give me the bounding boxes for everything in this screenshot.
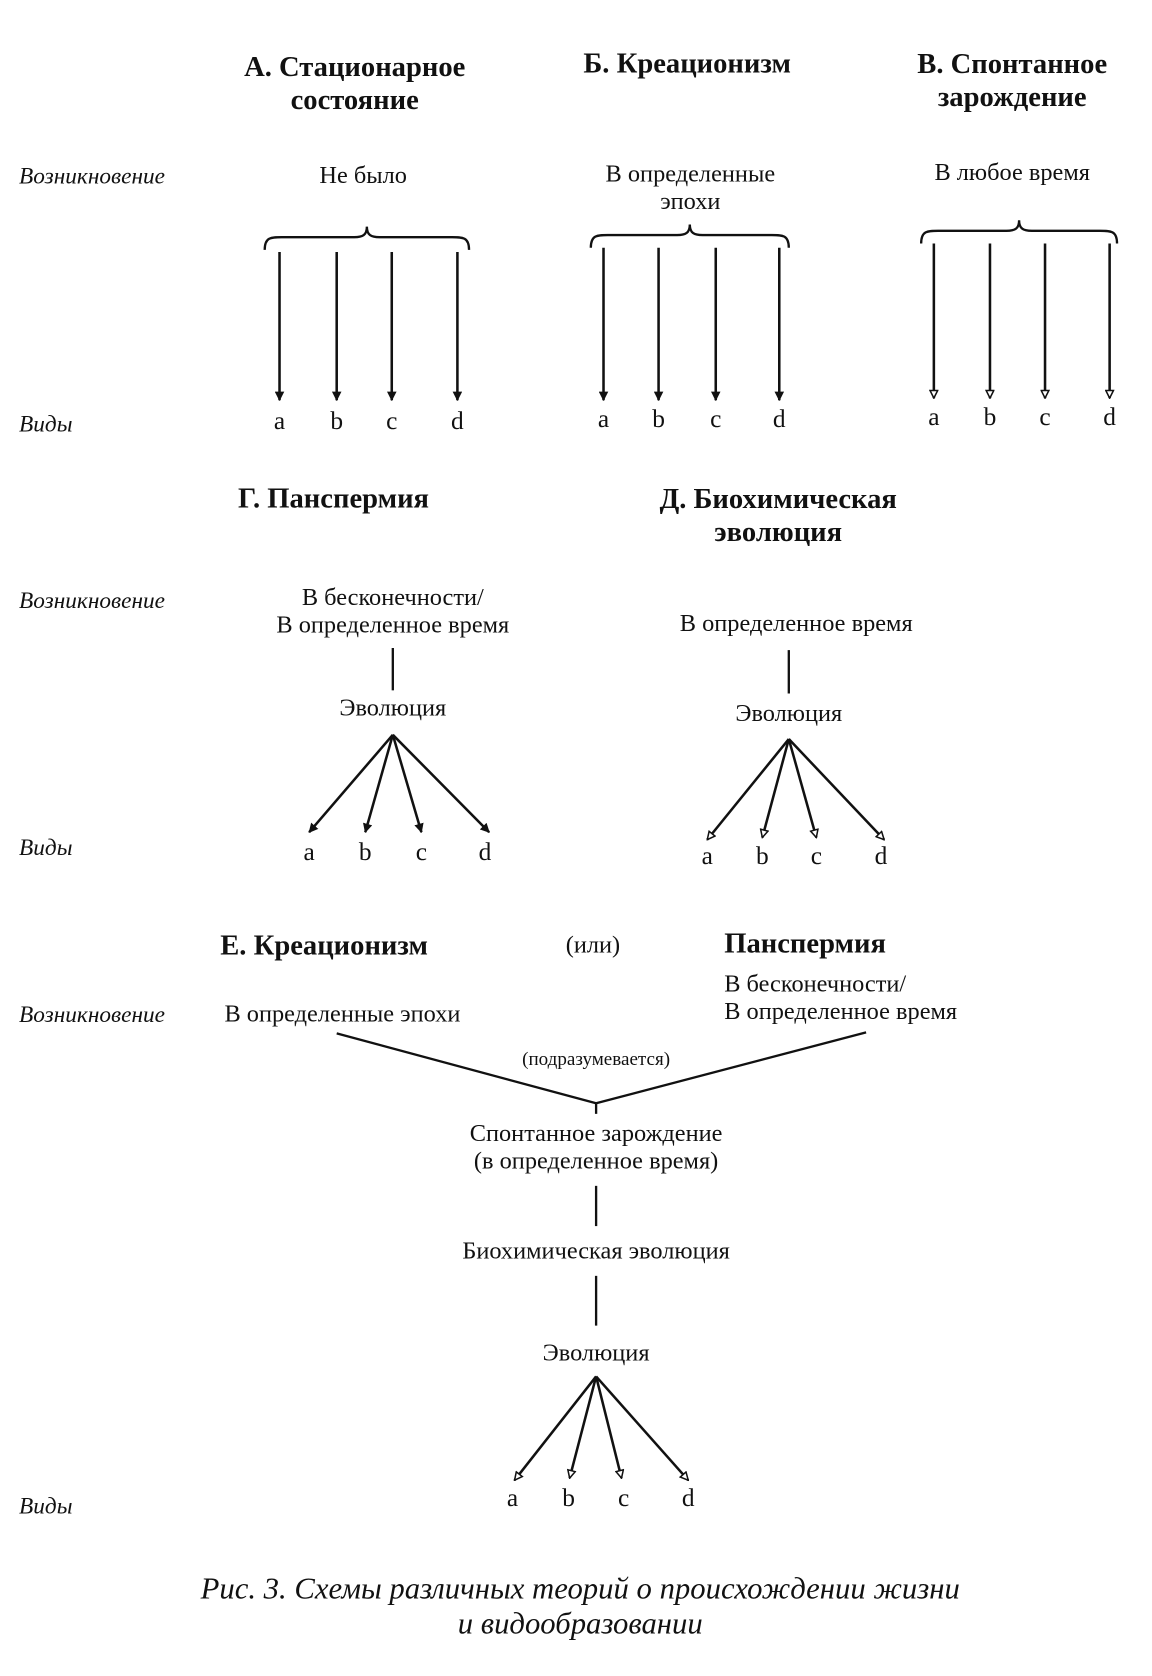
scheme-v-species-b: b bbox=[983, 403, 997, 432]
scheme-g-title: Г. Панспермия bbox=[238, 482, 430, 515]
scheme-a-brace bbox=[263, 226, 471, 250]
scheme-b-title: Б. Креационизм bbox=[583, 47, 791, 79]
scheme-g-species-d: d bbox=[478, 838, 492, 867]
scheme-d-arrow-d bbox=[787, 738, 884, 840]
scheme-e-biochem: Биохимическая эволюция bbox=[462, 1237, 730, 1264]
origin-label-row1: Возникновение bbox=[19, 162, 166, 189]
species-label-row2: Виды bbox=[19, 833, 73, 861]
origin-label-row2: Возникновение bbox=[19, 586, 166, 614]
scheme-e-spontaneous-line2: (в определенное время) bbox=[473, 1147, 719, 1175]
scheme-b-species-b: b bbox=[652, 405, 665, 434]
scheme-e-implied: (подразумевается) bbox=[522, 1047, 671, 1070]
scheme-e-species-b: b bbox=[562, 1484, 575, 1513]
scheme-d-species-c: c bbox=[810, 843, 822, 871]
species-label-row1: Виды bbox=[19, 410, 73, 437]
scheme-v-title-line2: зарождение bbox=[937, 80, 1087, 113]
scheme-d-evolution: Эволюция bbox=[735, 699, 843, 727]
scheme-a-species-d: d bbox=[451, 407, 464, 436]
scheme-e-spontaneous: Спонтанное зарождение (в определенное вр… bbox=[470, 1120, 723, 1176]
scheme-g-species-b: b bbox=[358, 838, 372, 867]
scheme-e-arrow-c bbox=[594, 1376, 621, 1478]
scheme-g-species-a: a bbox=[303, 838, 315, 867]
scheme-v-species-d: d bbox=[1103, 403, 1116, 432]
scheme-b-species-c: c bbox=[710, 405, 722, 434]
scheme-b-species-d: d bbox=[772, 405, 786, 434]
scheme-a-title-line1: А. Стационарное bbox=[244, 50, 466, 83]
scheme-e-spontaneous-line1: Спонтанное зарождение bbox=[469, 1119, 723, 1147]
scheme-d-species-a: a bbox=[701, 843, 713, 871]
scheme-g-origin: В бесконечности/ В определенное время bbox=[276, 584, 509, 640]
scheme-v-origin: В любое время bbox=[934, 158, 1090, 186]
scheme-d-title: Д. Биохимическая эволюция bbox=[660, 483, 897, 549]
scheme-e-alt-origin-line2: В определенное время bbox=[724, 998, 958, 1025]
scheme-a-species-c: c bbox=[386, 407, 398, 436]
scheme-v-species-a: a bbox=[928, 403, 940, 432]
scheme-b-origin: В определенные эпохи bbox=[606, 160, 776, 216]
scheme-d-species-d: d bbox=[874, 843, 888, 871]
scheme-e-converge-left bbox=[336, 1032, 597, 1105]
scheme-e-or: (или) bbox=[565, 931, 621, 958]
species-label-row3: Виды bbox=[19, 1492, 73, 1519]
scheme-d-species-b: b bbox=[755, 843, 769, 871]
scheme-e-alt-title: Панспермия bbox=[724, 926, 886, 959]
scheme-a-title-line2: состояние bbox=[290, 83, 419, 116]
scheme-e-arrow-b bbox=[570, 1376, 598, 1478]
scheme-a-origin: Не было bbox=[319, 161, 407, 189]
scheme-g-origin-line2: В определенное время bbox=[276, 611, 510, 639]
scheme-e-alt-origin: В бесконечности/ В определенное время bbox=[724, 970, 957, 1026]
scheme-v-title-line1: В. Спонтанное bbox=[917, 47, 1108, 80]
scheme-a-species-b: b bbox=[330, 407, 344, 436]
scheme-g-arrow-a bbox=[308, 733, 394, 834]
scheme-e-species-d: d bbox=[681, 1484, 695, 1513]
scheme-d-arrow-c bbox=[787, 738, 817, 837]
scheme-g-origin-line1: В бесконечности/ bbox=[301, 583, 484, 611]
figure-caption-line1: Рис. 3. Схемы различных теорий о происхо… bbox=[200, 1571, 960, 1606]
scheme-v-brace bbox=[919, 220, 1119, 244]
scheme-a-species-a: a bbox=[273, 407, 286, 436]
scheme-e-species-c: c bbox=[617, 1484, 630, 1513]
scheme-g-arrow-d bbox=[391, 733, 491, 834]
scheme-e-species-a: a bbox=[506, 1484, 519, 1513]
scheme-e-arrow-d bbox=[595, 1375, 688, 1480]
scheme-d-title-line2: эволюция bbox=[714, 515, 843, 548]
scheme-d-title-line1: Д. Биохимическая bbox=[659, 482, 897, 515]
scheme-g-arrow-b bbox=[363, 734, 395, 834]
figure-caption: Рис. 3. Схемы различных теорий о происхо… bbox=[201, 1572, 960, 1643]
scheme-e-evolution: Эволюция bbox=[542, 1339, 650, 1366]
scheme-g-species-c: c bbox=[415, 838, 428, 867]
scheme-e-converge-right bbox=[595, 1031, 867, 1105]
scheme-e-origin: В определенные эпохи bbox=[224, 1000, 461, 1027]
origin-label-row3: Возникновение bbox=[19, 1000, 166, 1028]
figure-caption-line2: и видообразовании bbox=[457, 1607, 703, 1642]
scheme-g-evolution: Эволюция bbox=[339, 694, 447, 721]
scheme-d-origin: В определенное время bbox=[679, 609, 913, 637]
scheme-e-arrow-a bbox=[515, 1375, 598, 1480]
scheme-d-arrow-a bbox=[707, 738, 790, 840]
scheme-g-arrow-c bbox=[391, 734, 424, 834]
scheme-v-title: В. Спонтанное зарождение bbox=[917, 48, 1107, 114]
scheme-b-origin-line2: эпохи bbox=[660, 188, 721, 215]
scheme-b-species-a: a bbox=[597, 405, 610, 434]
scheme-v-species-c: c bbox=[1039, 403, 1051, 432]
scheme-e-alt-origin-line1: В бесконечности/ bbox=[724, 970, 907, 997]
scheme-d-arrow-b bbox=[762, 738, 791, 837]
scheme-b-origin-line1: В определенные bbox=[605, 160, 776, 187]
scheme-a-title: А. Стационарное состояние bbox=[244, 51, 465, 117]
scheme-b-brace bbox=[589, 224, 790, 248]
scheme-e-title: Е. Креационизм bbox=[220, 929, 428, 961]
